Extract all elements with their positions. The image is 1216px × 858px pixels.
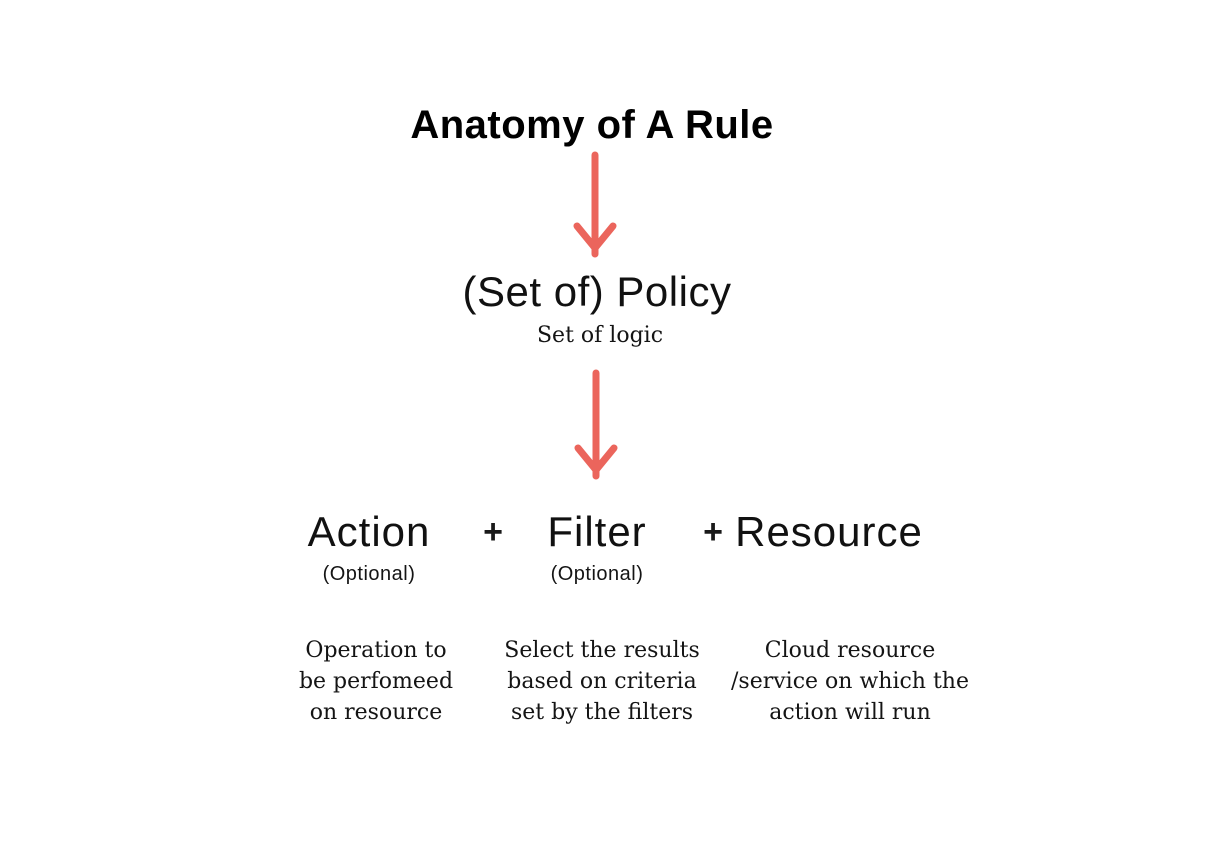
action-node-label: Action (307, 508, 431, 555)
plus-operator: + (703, 513, 723, 551)
filter-node-label: Filter (547, 508, 647, 555)
resource-node-label: Resource (735, 508, 923, 555)
action-description: Operation to be perfomeed on resource (298, 638, 454, 725)
policy-node-subtitle: Set of logic (536, 323, 664, 348)
policy-node-label: (Set of) Policy (462, 268, 732, 315)
down-arrow-icon (574, 369, 618, 480)
plus-operator: + (483, 513, 503, 551)
filter-description: Select the results based on criteria set… (504, 638, 700, 725)
resource-description: Cloud resource /service on which the act… (731, 638, 969, 725)
diagram-title: Anatomy of A Rule (410, 103, 774, 147)
filter-optional-note: (Optional) (550, 563, 644, 585)
action-optional-note: (Optional) (322, 563, 416, 585)
down-arrow-icon (573, 151, 617, 258)
